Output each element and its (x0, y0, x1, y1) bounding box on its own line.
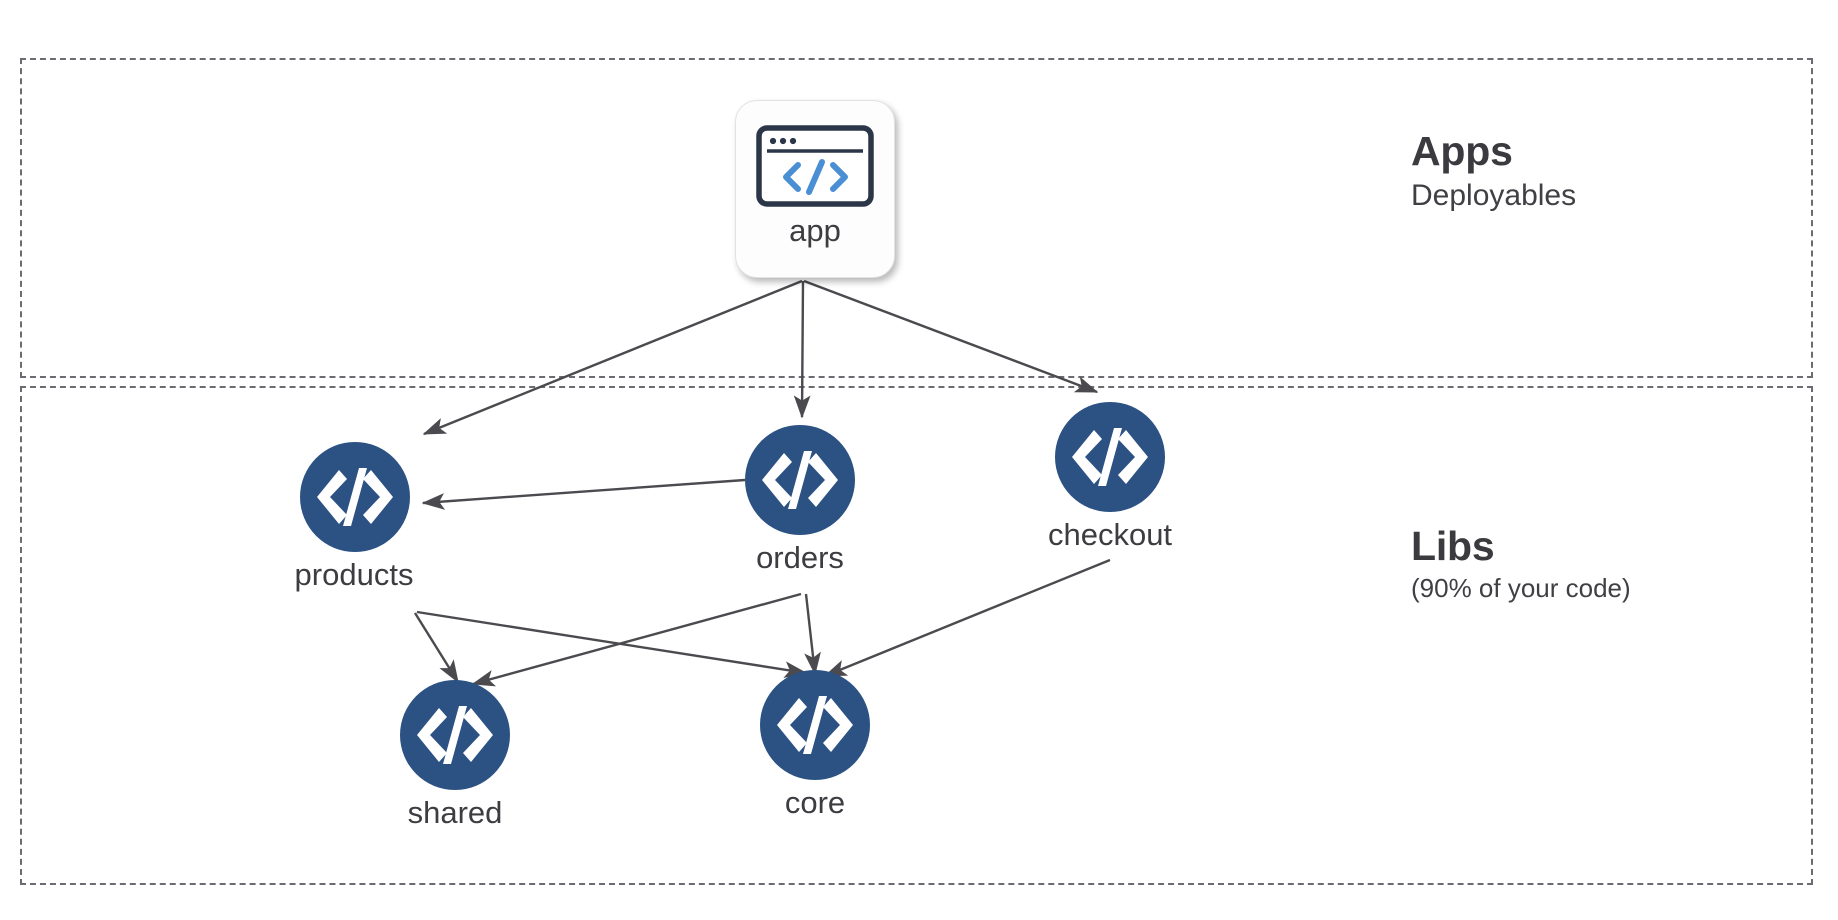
node-products-label: products (294, 557, 414, 592)
node-orders-label: orders (756, 540, 844, 575)
zone-apps-caption: Apps Deployables (1411, 128, 1577, 215)
code-window-icon (756, 125, 874, 207)
node-shared-circle (400, 680, 510, 790)
node-orders[interactable]: orders (745, 425, 855, 573)
node-products[interactable]: products (295, 442, 413, 590)
node-shared[interactable]: shared (400, 680, 510, 828)
code-brackets-icon (762, 451, 838, 509)
code-brackets-icon (317, 468, 393, 526)
node-shared-label: shared (407, 795, 503, 830)
node-core[interactable]: core (760, 670, 870, 818)
node-checkout-label: checkout (1047, 517, 1173, 552)
zone-apps (20, 58, 1813, 378)
node-products-circle (300, 442, 410, 552)
zone-libs-caption: Libs (90% of your code) (1411, 523, 1631, 605)
zone-libs-subtitle: (90% of your code) (1411, 573, 1631, 604)
node-app[interactable]: app (735, 100, 895, 278)
node-core-circle (760, 670, 870, 780)
code-brackets-icon (417, 706, 493, 764)
zone-apps-subtitle: Deployables (1411, 179, 1577, 213)
code-brackets-icon (1072, 428, 1148, 486)
zone-libs (20, 386, 1813, 885)
node-checkout[interactable]: checkout (1048, 402, 1172, 550)
code-brackets-icon (777, 696, 853, 754)
node-core-label: core (784, 785, 846, 820)
node-orders-circle (745, 425, 855, 535)
zone-libs-title: Libs (1411, 523, 1495, 569)
node-app-label: app (789, 213, 841, 248)
node-checkout-circle (1055, 402, 1165, 512)
zone-apps-title: Apps (1411, 128, 1513, 174)
